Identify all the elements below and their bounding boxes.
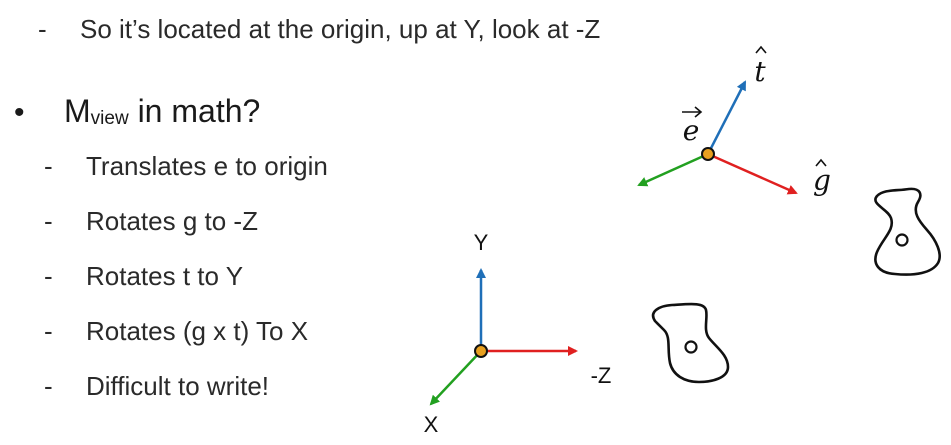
x-axis-label: X bbox=[424, 412, 439, 437]
bullet-icon: • bbox=[14, 96, 25, 129]
object-transformed bbox=[651, 302, 730, 384]
object-original bbox=[874, 187, 941, 276]
list-item-rotate-gxt: - Rotates (g x t) To X bbox=[44, 316, 308, 347]
object-outline bbox=[651, 302, 730, 384]
dash: - bbox=[38, 14, 47, 44]
object-outline bbox=[874, 187, 941, 276]
world-frame: Y -Z X bbox=[424, 230, 612, 437]
camera-side-axis-arrow bbox=[637, 152, 709, 187]
list-item-text: Rotates t to Y bbox=[86, 261, 244, 291]
list-item-text: Rotates (g x t) To X bbox=[86, 316, 309, 346]
list-item-difficult: - Difficult to write! bbox=[44, 371, 269, 402]
neg-z-axis-label: -Z bbox=[591, 363, 612, 388]
list-item-rotate-g: - Rotates g to -Z bbox=[44, 206, 258, 237]
hat-icon bbox=[755, 45, 767, 54]
camera-convention-text: So it’s located at the origin, up at Y, … bbox=[80, 14, 601, 44]
dash: - bbox=[44, 261, 53, 291]
bullet-mview: • Mview in math? bbox=[14, 93, 260, 130]
dash: - bbox=[44, 316, 53, 346]
object-hole bbox=[895, 233, 909, 247]
y-axis-label: Y bbox=[474, 230, 489, 255]
g-axis-arrow bbox=[707, 152, 798, 195]
g-label: g bbox=[813, 164, 831, 197]
list-item-text: Rotates g to -Z bbox=[86, 206, 258, 236]
list-item-text: Translates e to origin bbox=[86, 151, 328, 181]
mview-m: M bbox=[64, 93, 91, 129]
x-axis-arrow bbox=[429, 350, 482, 406]
vector-arrow-icon bbox=[682, 106, 703, 118]
dash: - bbox=[44, 371, 53, 401]
list-item-text: Difficult to write! bbox=[86, 371, 270, 401]
dash: - bbox=[44, 151, 53, 181]
list-item-translate: - Translates e to origin bbox=[44, 151, 328, 182]
origin-dot bbox=[474, 344, 488, 358]
e-label: e bbox=[683, 114, 700, 147]
hat-icon bbox=[815, 158, 827, 167]
t-axis-arrow bbox=[706, 80, 747, 155]
mview-rest: in math? bbox=[128, 93, 261, 129]
camera-frame: e t g bbox=[637, 45, 831, 197]
line-camera-convention: - So it’s located at the origin, up at Y,… bbox=[38, 14, 600, 45]
t-label: t bbox=[754, 55, 766, 88]
list-item-rotate-t: - Rotates t to Y bbox=[44, 261, 243, 292]
mview-subscript: view bbox=[90, 108, 129, 129]
camera-position-dot bbox=[701, 147, 715, 161]
object-hole bbox=[684, 340, 698, 354]
dash: - bbox=[44, 206, 53, 236]
